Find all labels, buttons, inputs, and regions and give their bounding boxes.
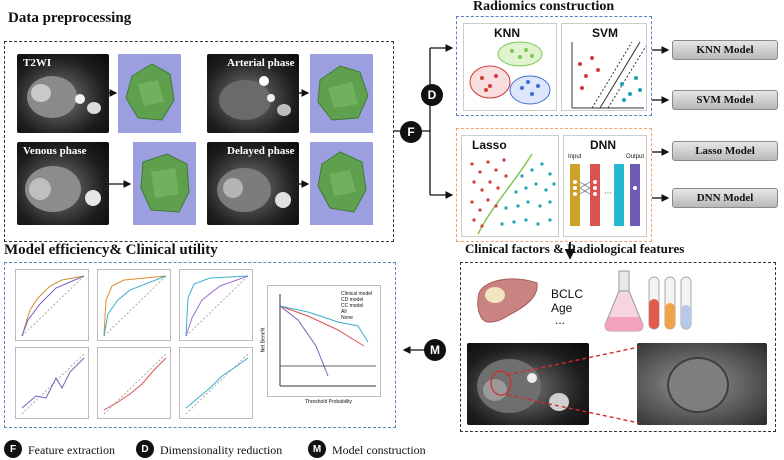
feature-extraction-marker: F [400,121,422,143]
legend-f-icon: F [4,440,22,458]
tumor-3d-venous [133,142,196,225]
calibration-plot-2 [97,347,171,419]
legend-feature-extraction: Feature extraction [28,443,115,457]
mri-axial-clinical [467,343,589,425]
phase-label-venous: Venous phase [23,145,87,157]
mri-arterial: Arterial phase [207,54,299,133]
phase-label-arterial: Arterial phase [227,57,295,69]
model-efficiency-title: Model efficiency& Clinical utility [4,242,218,258]
dca-legend-item: None [341,315,353,321]
dnn-model-button[interactable]: DNN Model [672,188,778,208]
dca-ylabel: Net Benefit [260,327,267,353]
roc-plot-2 [97,269,171,341]
clinical-factors-title: Clinical factors & Radiological features [465,241,685,256]
model-construction-marker: M [424,339,446,361]
tumor-mesh-icon [140,153,190,213]
tumor-3d-t2wi [118,54,181,133]
dimensionality-reduction-marker: D [421,84,443,106]
roc-plot-1 [15,269,89,341]
clinical-age: Age [551,301,573,315]
data-preprocessing-panel: T2WI Arterial phase Venous phase Delayed… [4,41,394,242]
dnn-title: DNN [590,138,616,152]
calibration-plot-1 [15,347,89,419]
tumor-3d-arterial [310,54,373,133]
data-preprocessing-title: Data preprocessing [8,10,132,26]
radiomics-panel-lasso-dnn: Lasso DNN Input Output [456,128,652,242]
decision-curve-plot [267,285,381,397]
lasso-title: Lasso [472,138,507,152]
phase-label-t2wi: T2WI [23,57,52,69]
svm-scatter [571,41,647,109]
tumor-3d-delayed [310,142,373,225]
mri-t2wi: T2WI [17,54,109,133]
clinical-ellipsis: ... [555,313,566,327]
dca-legend-item: CC model [341,303,364,309]
dca-legend-item: Clinical model [341,291,373,297]
legend-dimensionality-reduction: Dimensionality reduction [160,443,283,457]
radiomics-construction-title: Radiomics construction [473,0,615,14]
tumor-mesh-icon [317,65,369,121]
dca-xlabel: Threshold Probability [305,399,352,405]
knn-model-button[interactable]: KNN Model [672,40,778,60]
tumor-mesh-icon [125,63,175,121]
clinical-panel: BCLC Age ... [460,262,776,432]
lasso-scatter [470,153,556,235]
legend-model-construction: Model construction [332,443,426,457]
dca-legend-item: All [341,309,347,315]
dnn-network: ··· [570,164,640,226]
dnn-input-label: Input [568,154,582,160]
svm-title: SVM [592,26,619,40]
liver-icon [477,278,538,323]
mri-venous: Venous phase [17,142,109,225]
knn-title: KNN [494,26,520,40]
legend-d-icon: D [136,440,154,458]
legend-m-icon: M [308,440,326,458]
tumor-mesh-icon [317,151,367,213]
dnn-output-label: Output [626,154,645,160]
svg-text:···: ··· [604,189,612,198]
dca-legend-item: CD model [341,297,364,303]
dnn-diagram: DNN Input Output ··· [563,135,647,237]
lasso-diagram: Lasso [461,135,559,237]
test-tubes-icon [648,276,692,330]
flask-icon [604,270,644,332]
radiomics-panel-knn-svm: KNN SVM [456,16,652,116]
svm-diagram: SVM [561,23,647,111]
lasso-model-button[interactable]: Lasso Model [672,141,778,161]
knn-scatter [469,41,551,105]
mri-delayed: Delayed phase [207,142,299,225]
roc-plot-3 [179,269,253,341]
phase-label-delayed: Delayed phase [227,145,295,157]
model-efficiency-panel: Clinical model CD model CC model All Non… [4,262,396,428]
clinical-bclc: BCLC [551,287,584,301]
dca-legend: Clinical model CD model CC model All Non… [341,291,372,321]
svm-model-button[interactable]: SVM Model [672,90,778,110]
lesion-zoom-lines [490,346,640,424]
knn-diagram: KNN [463,23,557,111]
mri-zoomed-lesion [637,343,767,425]
calibration-plot-3 [179,347,253,419]
